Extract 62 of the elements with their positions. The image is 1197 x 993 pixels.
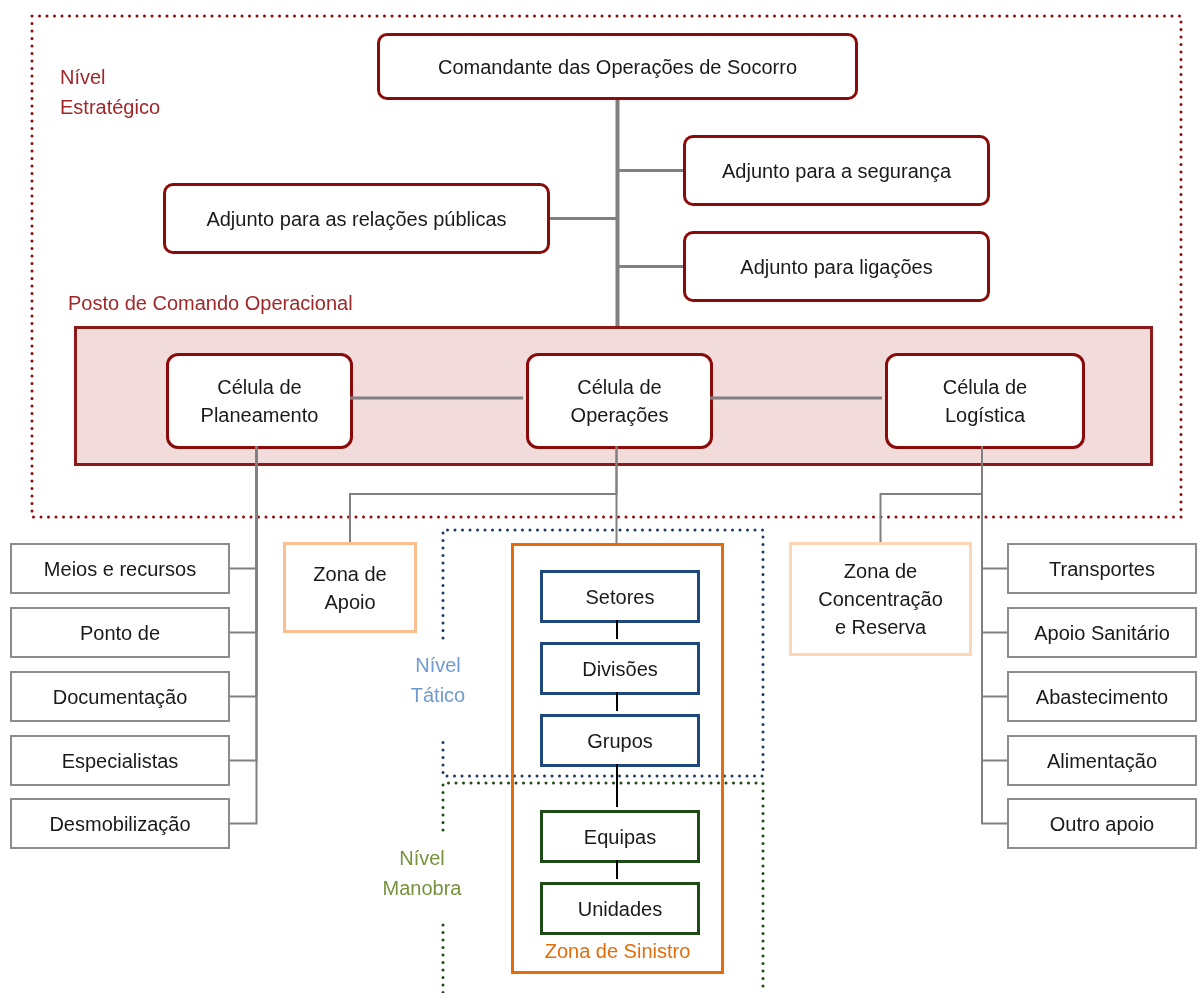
connector-line <box>616 619 618 640</box>
unit-box <box>540 570 700 623</box>
box-label: Abastecimento <box>1035 684 1169 710</box>
function-box <box>10 607 230 658</box>
function-box <box>1007 671 1197 722</box>
box-label: Zona de Concentração e Reserva <box>817 559 944 640</box>
level-label: Nível Estratégico <box>60 65 162 120</box>
function-box <box>1007 798 1197 849</box>
box-label: Célula de Logística <box>941 375 1029 428</box>
box-label: Célula de Operações <box>569 375 670 428</box>
zone-frame <box>511 543 724 974</box>
connector-line <box>710 396 882 400</box>
function-box <box>10 798 230 849</box>
role-box <box>377 33 858 100</box>
unit-box <box>540 714 700 767</box>
function-box <box>1007 543 1197 594</box>
unit-box <box>540 810 700 863</box>
cell-box <box>885 353 1085 449</box>
box-label: Zona de Apoio <box>312 561 388 615</box>
box-label: Grupos <box>587 728 653 754</box>
function-box <box>1007 735 1197 786</box>
box-label: Unidades <box>577 896 663 922</box>
connector-line <box>616 691 618 712</box>
connector-line <box>350 396 523 400</box>
role-box <box>683 231 990 302</box>
box-label: Adjunto para as relações públicas <box>206 206 507 232</box>
panel-heading: Posto de Comando Operacional <box>68 291 353 316</box>
unit-box <box>540 642 700 695</box>
connector-line <box>615 445 618 544</box>
function-box <box>10 543 230 594</box>
box-label: Célula de Planeamento <box>199 375 320 428</box>
role-box <box>683 135 990 206</box>
box-label: Transportes <box>1049 556 1155 582</box>
zone-box <box>283 542 417 633</box>
box-label: Adjunto para ligações <box>740 254 933 280</box>
cell-box <box>166 353 353 449</box>
box-label: Apoio Sanitário <box>1034 620 1170 646</box>
box-label: Alimentação <box>1046 748 1158 774</box>
box-label: Especialistas <box>61 748 179 774</box>
box-label: Divisões <box>582 656 658 682</box>
box-label: Setores <box>585 584 655 610</box>
unit-box <box>540 882 700 935</box>
box-label: Comandante das Operações de Socorro <box>437 54 798 80</box>
box-label: Adjunto para a segurança <box>721 158 952 184</box>
level-label: Nível Tático <box>409 653 467 708</box>
connector-line <box>615 100 620 326</box>
function-box <box>10 735 230 786</box>
zone-heading: Zona de Sinistro <box>543 939 692 964</box>
connector-line <box>616 763 618 808</box>
level-label: Nível Manobra <box>381 846 463 901</box>
box-label: Equipas <box>583 824 657 850</box>
role-box <box>163 183 550 254</box>
zone-box <box>789 542 972 656</box>
box-label: Documentação <box>52 684 188 710</box>
cell-box <box>526 353 713 449</box>
box-label: Desmobilização <box>49 811 191 837</box>
function-box <box>10 671 230 722</box>
box-label: Meios e recursos <box>43 556 197 582</box>
box-label: Ponto de <box>79 620 161 646</box>
connector-line <box>616 859 618 880</box>
box-label: Outro apoio <box>1049 811 1155 837</box>
function-box <box>1007 607 1197 658</box>
